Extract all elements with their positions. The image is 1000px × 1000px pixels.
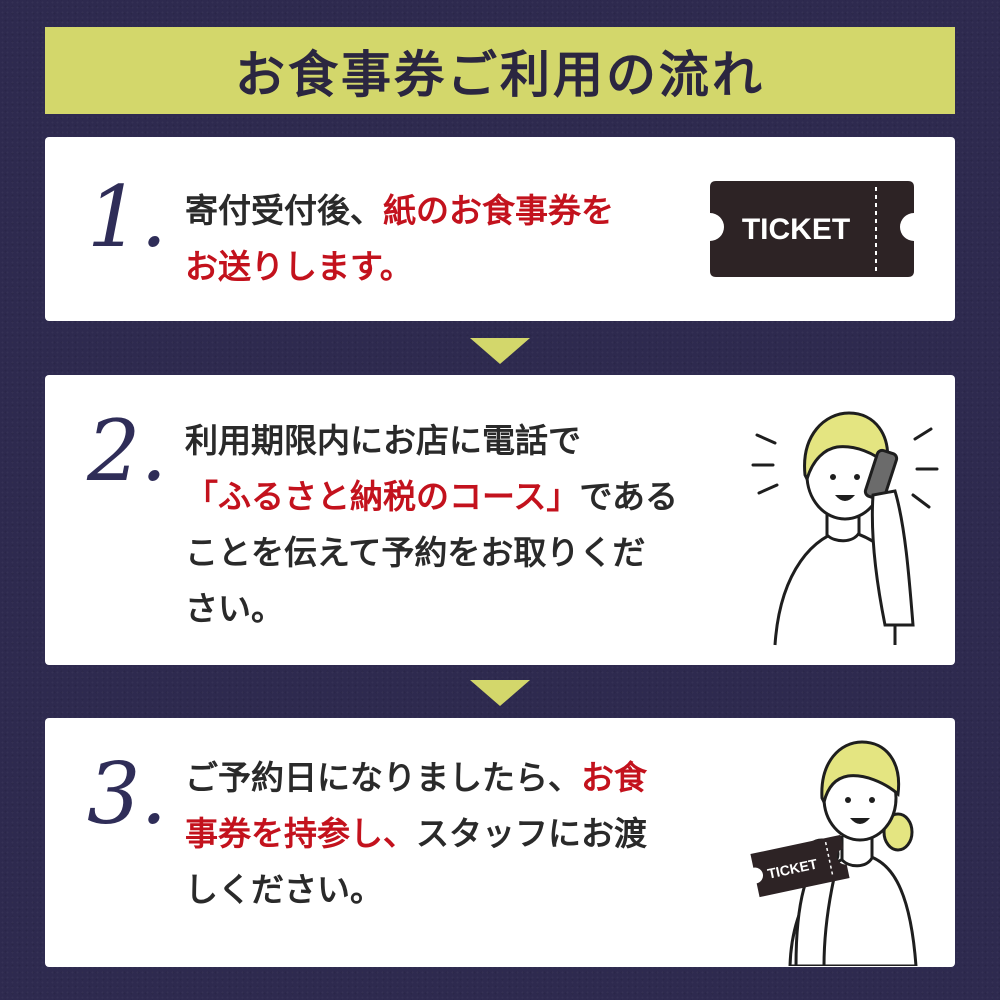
step-card-3: 3. ご予約日になりましたら、お食 事券を持参し、スタッフにお渡 しください。 — [45, 718, 955, 970]
step-text-part: である — [579, 477, 679, 516]
step-text: 寄付受付後、紙のお食事券を お送りします。 — [185, 183, 725, 295]
step-text-highlight: 事券を持参し、 — [185, 814, 416, 853]
step-text: 利用期限内にお店に電話で 「ふるさと納税のコース」である ことを伝えて予約をお取… — [185, 413, 725, 637]
person-holding-ticket-icon: TICKET — [730, 736, 940, 970]
step-text-highlight: 紙のお食事券を — [383, 191, 614, 230]
step-text-part: しください。 — [185, 870, 383, 909]
step-number: 2. — [87, 402, 168, 500]
title-banner: お食事券ご利用の流れ — [45, 27, 955, 114]
step-number: 3. — [87, 745, 168, 843]
step-number: 1. — [87, 168, 168, 266]
ticket-label: TICKET — [742, 213, 850, 246]
down-arrow-icon — [470, 680, 530, 706]
step-card-2: 2. 利用期限内にお店に電話で 「ふるさと納税のコース」である ことを伝えて予約… — [45, 375, 955, 665]
step-text-part: スタッフにお渡 — [416, 814, 647, 853]
step-text-part: 利用期限内にお店に電話で — [185, 421, 581, 460]
step-text-highlight: お食 — [581, 758, 647, 797]
step-text-part: ご予約日になりましたら、 — [185, 758, 581, 797]
step-text-part: さい。 — [185, 589, 284, 628]
ticket-icon: TICKET — [708, 179, 918, 283]
step-text-highlight: 「ふるさと納税のコース」 — [185, 477, 580, 516]
step-text: ご予約日になりましたら、お食 事券を持参し、スタッフにお渡 しください。 — [185, 750, 725, 918]
step-text-highlight: お送りします。 — [185, 247, 413, 286]
step-card-1: 1. 寄付受付後、紙のお食事券を お送りします。 TICKET — [45, 137, 955, 321]
down-arrow-icon — [470, 338, 530, 364]
step-text-part: ことを伝えて予約をお取りくだ — [185, 533, 646, 572]
step-text-part: 寄付受付後、 — [185, 191, 383, 230]
phone-call-person-icon — [745, 395, 945, 659]
page-title: お食事券ご利用の流れ — [235, 44, 765, 104]
